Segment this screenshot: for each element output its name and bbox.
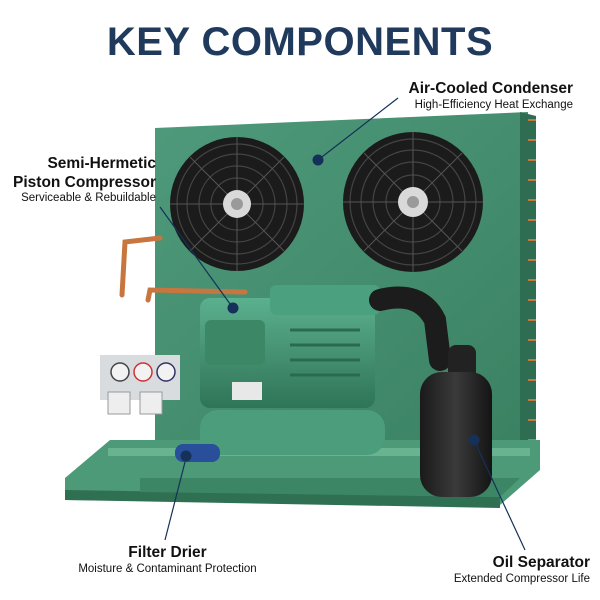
pressure-gauges: [100, 355, 180, 415]
oil-separator: [369, 286, 492, 497]
callout-condenser-name: Air-Cooled Condenser: [408, 80, 573, 97]
compressor: [200, 285, 385, 455]
fan-right-icon: [343, 132, 483, 272]
callout-filter-name: Filter Drier: [128, 544, 207, 561]
callout-separator-desc: Extended Compressor Life: [453, 572, 590, 585]
callout-compressor-name-1: Semi-Hermetic: [47, 155, 156, 172]
callout-condenser: Air-Cooled Condenser High-Efficiency Hea…: [383, 80, 573, 112]
page-title: KEY COMPONENTS: [106, 20, 494, 64]
callout-compressor: Semi-Hermetic Piston Compressor Servicea…: [6, 155, 156, 206]
callout-condenser-desc: High-Efficiency Heat Exchange: [414, 98, 573, 111]
callout-filter: Filter Drier Moisture & Contaminant Prot…: [60, 544, 275, 576]
callout-separator: Oil Separator Extended Compressor Life: [420, 554, 590, 586]
separator-marker: [468, 434, 480, 446]
callout-filter-desc: Moisture & Contaminant Protection: [78, 562, 257, 575]
callout-separator-name: Oil Separator: [492, 554, 590, 571]
callout-leaders: [159, 97, 526, 551]
callout-compressor-name-2: Piston Compressor: [13, 173, 156, 191]
filter-marker: [180, 450, 192, 462]
fan-left-icon: [170, 137, 304, 271]
condenser-marker: [312, 154, 324, 166]
callout-compressor-desc: Serviceable & Rebuildable: [21, 192, 156, 205]
compressor-marker: [227, 302, 239, 314]
